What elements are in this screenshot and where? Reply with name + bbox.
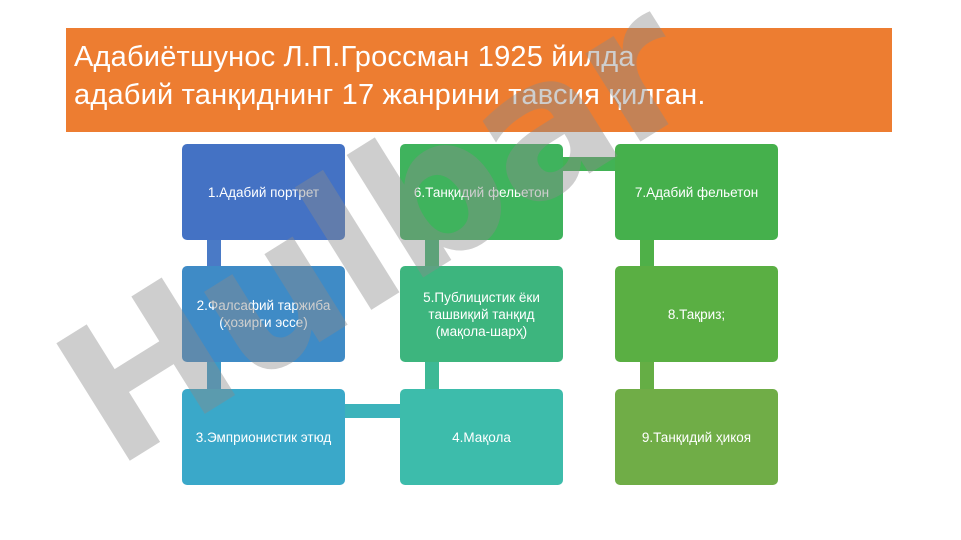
genre-label-8: 8.Тақриз; <box>667 306 726 322</box>
title-line-2: адабий танқиднинг 17 жанрини тавсия қилг… <box>74 79 706 111</box>
connector-5-6 <box>425 240 439 267</box>
genre-label-2: 2.Фалсафий таржиба (ҳозирги эссе) <box>196 298 331 330</box>
genre-label-1: 1.Адабий портрет <box>207 184 320 200</box>
genre-box-6: 6.Танқидий фельетон <box>400 144 563 240</box>
genre-label-4: 4.Мақола <box>452 429 511 445</box>
genre-label-9: 9.Танқидий ҳикоя <box>641 429 752 445</box>
slide-title: Адабиётшунос Л.П.Гроссман 1925 йилда ада… <box>66 28 892 132</box>
connector-4-5 <box>425 362 439 389</box>
connector-1-2 <box>207 240 221 267</box>
genre-label-3: 3.Эмприонистик этюд <box>195 429 332 445</box>
connector-8-9 <box>640 362 654 389</box>
connector-3-4 <box>344 404 401 418</box>
genre-box-1: 1.Адабий портрет <box>182 144 345 240</box>
genre-box-2: 2.Фалсафий таржиба (ҳозирги эссе) <box>182 266 345 362</box>
title-line-1: Адабиётшунос Л.П.Гроссман 1925 йилда <box>74 41 635 73</box>
genre-box-5: 5.Публицистик ёки ташвиқий танқид (мақол… <box>400 266 563 362</box>
genre-box-3: 3.Эмприонистик этюд <box>182 389 345 485</box>
connector-6-7 <box>560 157 617 171</box>
genre-box-9: 9.Танқидий ҳикоя <box>615 389 778 485</box>
genre-box-7: 7.Адабий фельетон <box>615 144 778 240</box>
genre-box-4: 4.Мақола <box>400 389 563 485</box>
genre-box-8: 8.Тақриз; <box>615 266 778 362</box>
genre-label-7: 7.Адабий фельетон <box>634 184 759 200</box>
connector-2-3 <box>207 362 221 389</box>
genre-label-6: 6.Танқидий фельетон <box>413 184 550 200</box>
connector-7-8 <box>640 240 654 267</box>
genre-label-5: 5.Публицистик ёки ташвиқий танқид (мақол… <box>423 289 540 339</box>
